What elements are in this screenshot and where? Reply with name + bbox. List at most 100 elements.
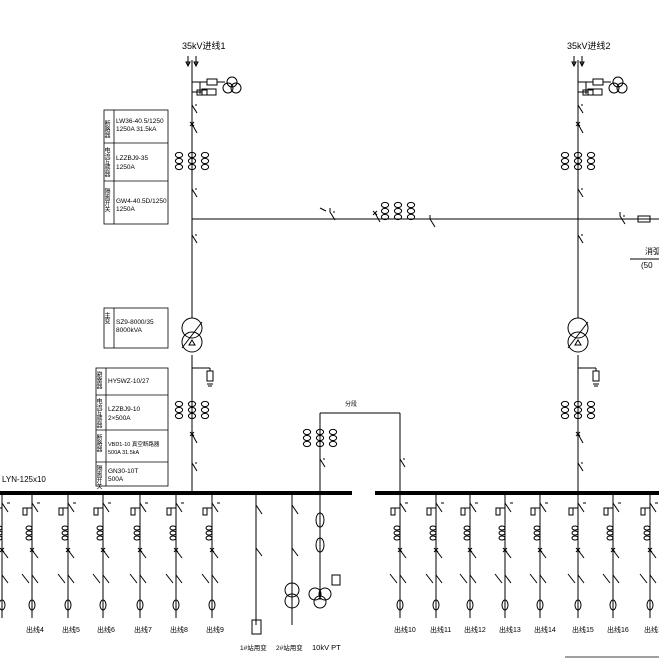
feeder-switch [504,502,512,513]
incoming-isolator-1 [191,185,198,198]
incoming-disconnector-1 [191,101,198,114]
feeder-switch [139,502,147,513]
ct-coil [560,412,570,420]
label-category-3: 主变 [103,311,110,325]
ct-coil [586,157,596,165]
ct-coil [560,400,570,408]
ct-coil [174,406,184,414]
ct-coil [606,530,614,536]
ct-coil [393,213,403,221]
station-item-0: 1#站用变 [240,643,267,652]
arrester-body [202,507,208,516]
ct-coil [200,157,210,165]
feeder-switch [469,502,477,513]
left-feeder-0 [0,493,10,618]
tap-arrow [567,321,589,349]
ct-coil [302,428,312,436]
feeder-switch [211,502,219,513]
arrester-body [166,507,172,516]
feeder-switch [649,502,657,513]
ct-coil [380,213,390,221]
ct-coil [406,201,416,209]
tie-breaker [372,210,381,223]
incoming-breaker-1 [189,121,198,134]
station-item-1: 2#站用变 [276,643,303,652]
ct-coil [393,535,401,541]
left-feeder-1 [21,493,40,618]
cable-head [396,599,404,611]
feeder-switch-2 [539,574,547,584]
transformer-arrester-2 [578,367,600,387]
ct-coil [560,157,570,165]
arrester-body [206,370,214,382]
section-switch [319,455,326,468]
spec-0-1: 1250A 31.5kA [116,126,157,133]
switch-blade [577,188,584,198]
incoming-breaker-2 [575,121,584,134]
earthing-switch [21,573,30,584]
ct-coil [315,428,325,436]
feeder-breaker [291,547,299,557]
breaker-mark [173,547,179,553]
left-feeder-label-5: 出线8 [170,625,188,634]
arrester-body [603,507,609,516]
right-feeder-label-3: 出线13 [499,625,521,634]
feeder-switch [102,502,110,513]
earthing-switch [602,573,611,584]
delta-mark [188,339,196,346]
cut-fuse [637,215,651,223]
feeder-switch [291,504,299,515]
earthing-switch [165,573,174,584]
ct-coil [169,535,177,541]
cable-head [536,599,544,611]
pt-winding [318,587,332,601]
feeder-switch-2 [211,574,219,584]
pt-winding [222,82,234,94]
arrester-body [530,507,536,516]
ct-coil [0,530,3,536]
left-feeder-label-1: 出线4 [26,625,44,634]
cable-head [64,599,72,611]
ct-coil [0,525,3,531]
ct-coil [187,406,197,414]
breaker-mark [610,547,616,553]
earthing-switch [92,573,101,584]
breaker-mark [502,547,508,553]
main-transformer-2 [567,317,589,353]
spec-4-0: HY5WZ-10/27 [108,378,150,385]
ct-coil [573,406,583,414]
ct-coil [96,530,104,536]
right-feeder-0 [389,493,408,618]
ct-coil [174,400,184,408]
left-feeder-2 [57,493,76,618]
ct-coil [406,213,416,221]
load-box [251,619,262,635]
breaker-mark [647,547,653,553]
right-cut-label-1: (50 [641,261,653,270]
ct-coil [586,163,596,171]
pt-arrester [331,574,341,586]
breaker-mark [29,547,35,553]
ct-coil [571,535,579,541]
feeder-switch-2 [139,574,147,584]
breaker-mark [0,547,5,553]
feeder-switch-2 [435,574,443,584]
feeder-switch-2 [649,574,657,584]
equipment-spec-table [95,109,169,487]
ct-coil [429,535,437,541]
cable-head [501,599,509,611]
feeder-switch-2 [175,574,183,584]
right-feeder-label-5: 出线15 [572,625,594,634]
breaker-mark [575,121,581,127]
cable-head [0,599,6,611]
transformer-winding [284,593,300,609]
switch-blade [191,104,198,114]
arrester-body [460,507,466,516]
ct-coil [200,400,210,408]
ct-coil [174,163,184,171]
left-feeder-labels: 5出线4出线5出线6出线7出线8出线9 [26,625,224,634]
tie-detail [319,207,327,212]
lv-isolator-2 [577,459,584,472]
ct-coil [205,535,213,541]
